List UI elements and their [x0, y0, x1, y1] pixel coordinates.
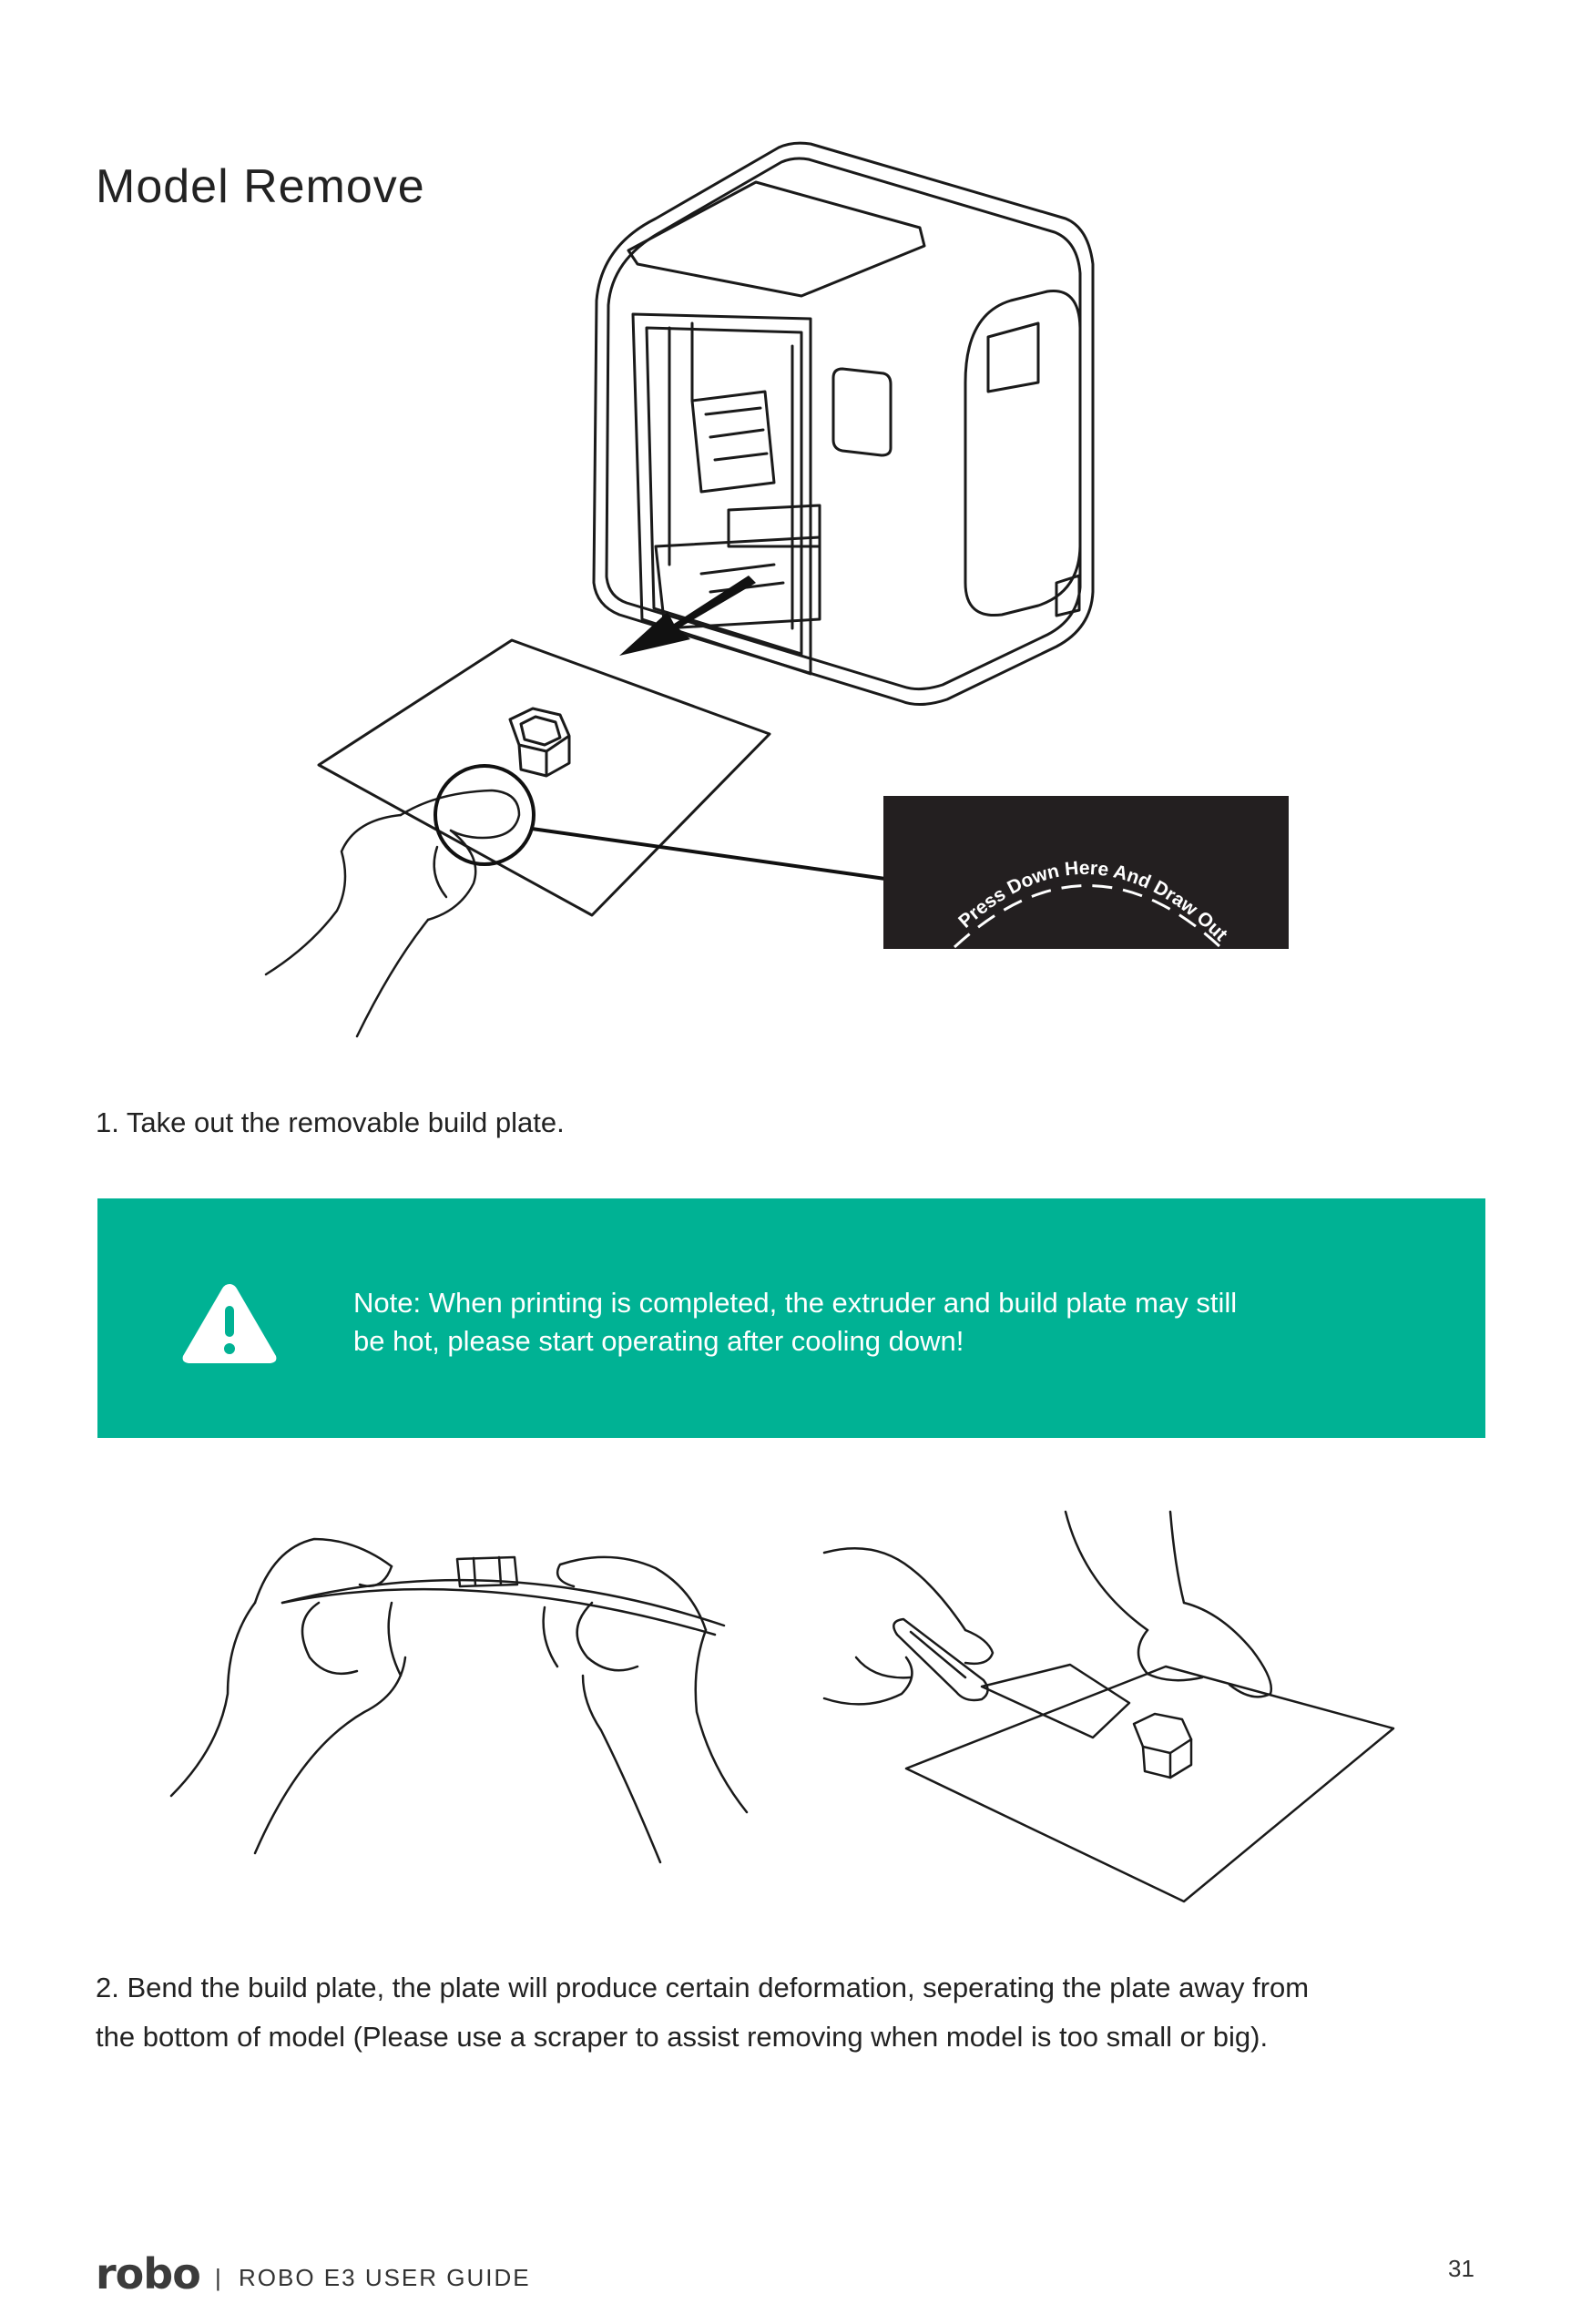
printer-illustration: Press Down Here And Draw Out [264, 141, 1289, 1038]
step-2-text: 2. Bend the build plate, the plate will … [96, 1972, 1310, 2053]
page-title: Model Remove [96, 159, 425, 213]
page-number: 31 [1448, 2255, 1474, 2282]
step-1-text: 1. Take out the removable build plate. [96, 1106, 565, 1138]
warning-icon [182, 1284, 277, 1363]
note-text: Note: When printing is completed, the ex… [353, 1287, 1238, 1357]
scraper-illustration [822, 1510, 1395, 1903]
note-box: Note: When printing is completed, the ex… [97, 1198, 1485, 1438]
robo-logo: robo [96, 2249, 201, 2299]
footer-guide-title: ROBO E3 USER GUIDE [239, 2264, 531, 2291]
bend-plate-illustration [169, 1537, 749, 1864]
footer-separator: | [215, 2264, 221, 2291]
